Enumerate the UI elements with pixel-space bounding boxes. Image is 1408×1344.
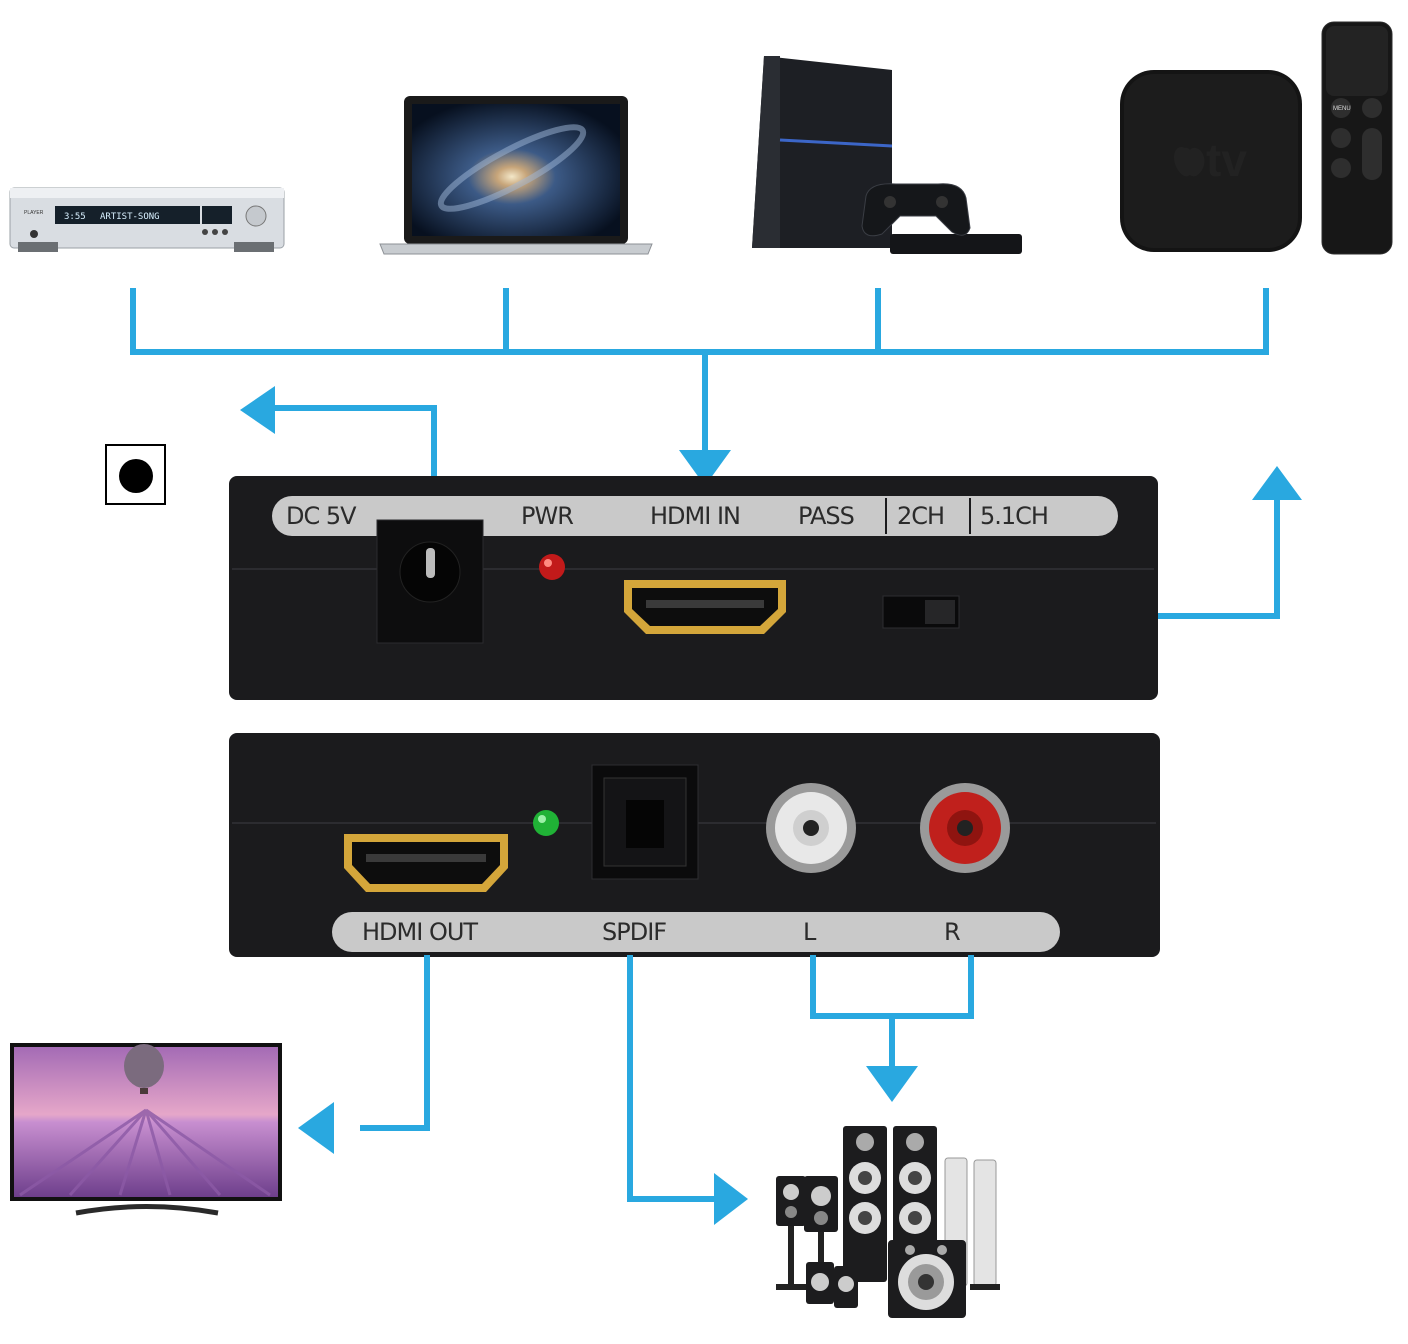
spdif-label: SPDIF	[602, 918, 666, 946]
streaming-box-device: tv MENU	[1120, 21, 1393, 255]
hdmi-out-label: HDMI OUT	[362, 918, 478, 946]
arrowheads-bottom	[298, 1066, 918, 1225]
pwr-label: PWR	[521, 502, 573, 530]
right-channel-label: R	[944, 918, 960, 946]
tv-logo-text: tv	[1206, 134, 1247, 186]
laptop-screen	[412, 104, 620, 236]
hdmi-in-label: HDMI IN	[650, 502, 740, 530]
remote-play-button-icon	[1331, 158, 1351, 178]
arrow-left-icon	[240, 386, 275, 434]
dc-pin-icon	[426, 548, 435, 578]
51ch-label: 5.1CH	[980, 502, 1048, 530]
small-speaker-icon	[776, 1176, 806, 1226]
game-console-device	[752, 56, 1022, 254]
arrow-up-icon	[1252, 466, 1302, 500]
volume-knob-icon	[245, 205, 267, 227]
arrow-left-tv-icon	[298, 1102, 334, 1154]
left-channel-label: L	[803, 918, 817, 946]
output-connector-lines	[360, 955, 974, 1202]
av-receiver-device: 3:55 ARTIST-SONG PLAYER	[9, 187, 285, 252]
arrowheads-top	[240, 386, 1302, 500]
apple-logo-icon	[1174, 147, 1205, 177]
laptop-device	[379, 96, 653, 255]
pass-label: PASS	[798, 502, 854, 530]
television-device	[10, 1043, 282, 1216]
speaker-system-device	[776, 1126, 1000, 1318]
remote-volume-rocker	[1362, 128, 1382, 180]
receiver-display-text: ARTIST-SONG	[100, 212, 160, 222]
receiver-time: 3:55	[64, 212, 86, 222]
input-panel: DC 5V PWR HDMI IN PASS 2CH 5.1CH	[229, 476, 1158, 700]
2ch-label: 2CH	[897, 502, 944, 530]
pwr-led-red	[539, 554, 565, 580]
arrow-right-speakers-icon	[714, 1173, 748, 1225]
receiver-brand: PLAYER	[24, 210, 44, 216]
remote-tv-button-icon	[1362, 98, 1382, 118]
tv-stand	[75, 1204, 219, 1216]
gamepad-icon	[861, 183, 971, 237]
output-panel: HDMI OUT SPDIF L R	[229, 733, 1160, 957]
output-led-green	[533, 810, 559, 836]
remote-mic-button-icon	[1331, 128, 1351, 148]
remote-menu-label: MENU	[1333, 106, 1351, 112]
arrow-down-speakers-icon	[866, 1066, 918, 1102]
hot-air-balloon-icon	[124, 1044, 164, 1088]
output-label-strip	[332, 912, 1060, 952]
dc-5v-label: DC 5V	[286, 502, 357, 530]
arrow-down-icon	[679, 450, 731, 486]
bullet-marker	[105, 444, 166, 505]
